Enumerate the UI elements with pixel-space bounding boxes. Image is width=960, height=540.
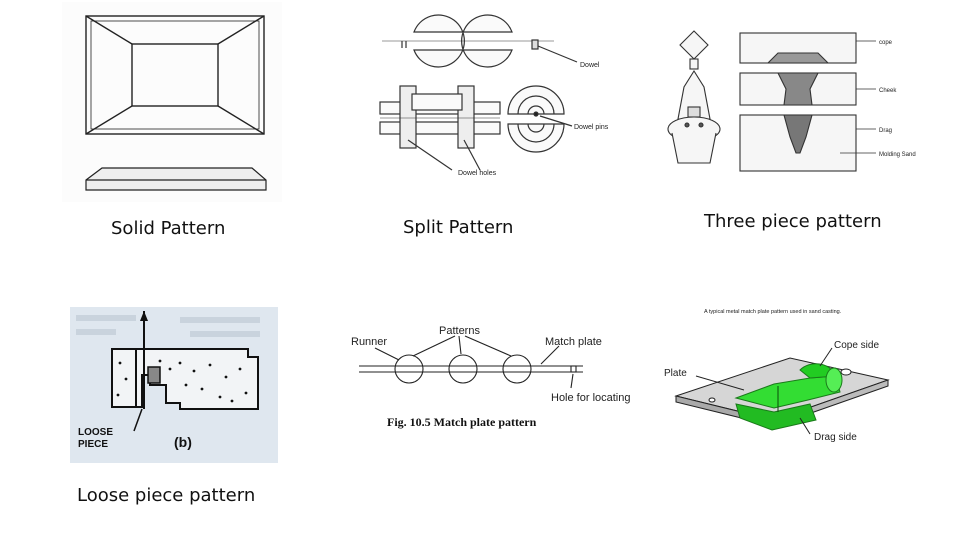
label-match-plate: Match plate [545,336,602,348]
three-piece-pattern-figure: cope Cheek Drag Molding Sand [667,30,916,172]
match-plate-pattern-figure: Patterns Runner Match plate Hole for loc… [351,325,631,429]
label-cope-side: Cope side [834,340,879,351]
label-drag: Drag [879,128,892,134]
label-patterns: Patterns [439,325,480,337]
label-plate: Plate [664,368,687,379]
caption-three-piece-pattern: Three piece pattern [704,211,882,232]
green-pattern-halves [734,363,843,431]
solid-pattern-top-view [85,15,265,135]
label-runner: Runner [351,336,387,348]
caption-solid-pattern: Solid Pattern [111,218,226,239]
label-cheek: Cheek [879,88,897,94]
label-drag-side: Drag side [814,432,857,443]
metal-match-plate-caption: A typical metal match plate pattern used… [704,309,842,315]
caption-split-pattern: Split Pattern [403,217,514,238]
three-piece-flask [739,32,857,172]
split-pattern-assembled [379,85,501,149]
match-plate-patterns [359,354,583,384]
loose-piece-pattern-figure: LOOSE PIECE (b) [70,307,278,463]
label-dowel: Dowel [580,62,600,69]
label-b: (b) [174,434,192,450]
label-dowel-holes: Dowel holes [458,170,497,177]
label-hole-for-locating: Hole for locating [551,392,631,404]
label-piece: PIECE [78,439,108,450]
solid-pattern-side-view [85,167,267,191]
three-piece-pattern-parts [667,30,721,164]
split-pattern-figure: Dowel Dowel pins Dowel holes [379,14,609,177]
match-plate-figure-caption: Fig. 10.5 Match plate pattern [387,415,537,429]
split-pattern-end-view [507,85,565,153]
metal-match-plate-figure: A typical metal match plate pattern used… [664,309,890,443]
solid-pattern-figure [62,2,282,202]
label-loose: LOOSE [78,427,113,438]
split-pattern-half-top [382,14,554,68]
label-molding-sand: Molding Sand [879,152,916,158]
caption-loose-piece-pattern: Loose piece pattern [77,485,256,506]
loose-piece-sand-mould [111,311,259,432]
label-cope: cope [879,40,893,46]
label-dowel-pins: Dowel pins [574,124,609,131]
